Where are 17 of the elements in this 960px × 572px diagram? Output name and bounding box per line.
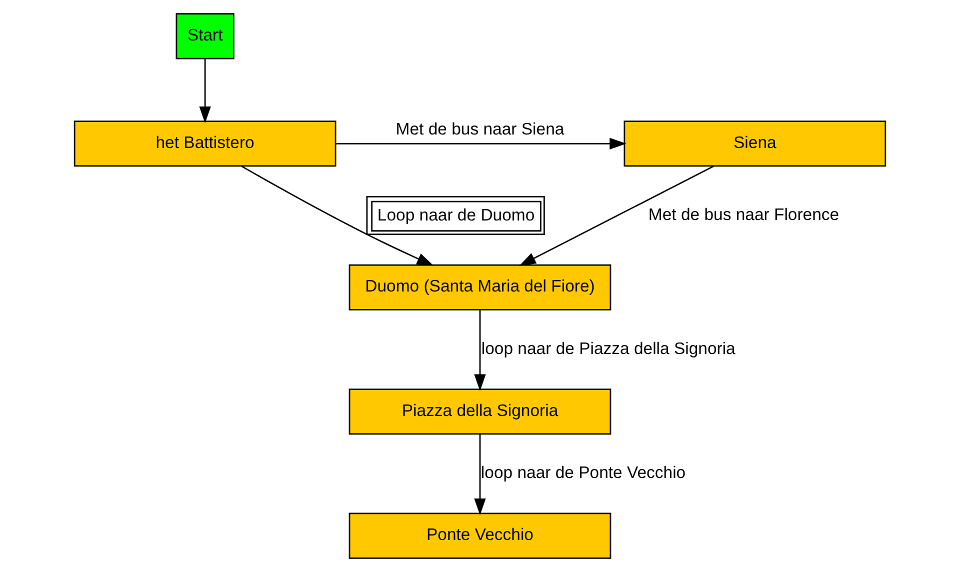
arrow bbox=[199, 58, 211, 124]
edge-label: loop naar de Piazza della Signoria bbox=[481, 338, 736, 358]
node-box: Siena bbox=[624, 120, 886, 167]
node-box: Duomo (Santa Maria del Fiore) bbox=[348, 264, 612, 310]
arrow bbox=[240, 165, 434, 266]
edge-label: loop naar de Ponte Vecchio bbox=[480, 463, 686, 482]
edge-label: Met de bus naar Florence bbox=[648, 204, 840, 224]
edge-label: Met de bus naar Siena bbox=[396, 120, 564, 139]
arrow bbox=[336, 138, 626, 150]
arrow bbox=[474, 434, 486, 516]
node-box: Ponte Vecchio bbox=[348, 512, 612, 559]
node-box: Piazza della Signoria bbox=[348, 388, 612, 435]
arrow bbox=[474, 310, 486, 391]
node-box: het Battistero bbox=[74, 120, 336, 167]
arrow bbox=[519, 166, 714, 266]
node-box: Start bbox=[176, 13, 234, 60]
edge-label: Loop naar de Duomo bbox=[377, 206, 535, 225]
